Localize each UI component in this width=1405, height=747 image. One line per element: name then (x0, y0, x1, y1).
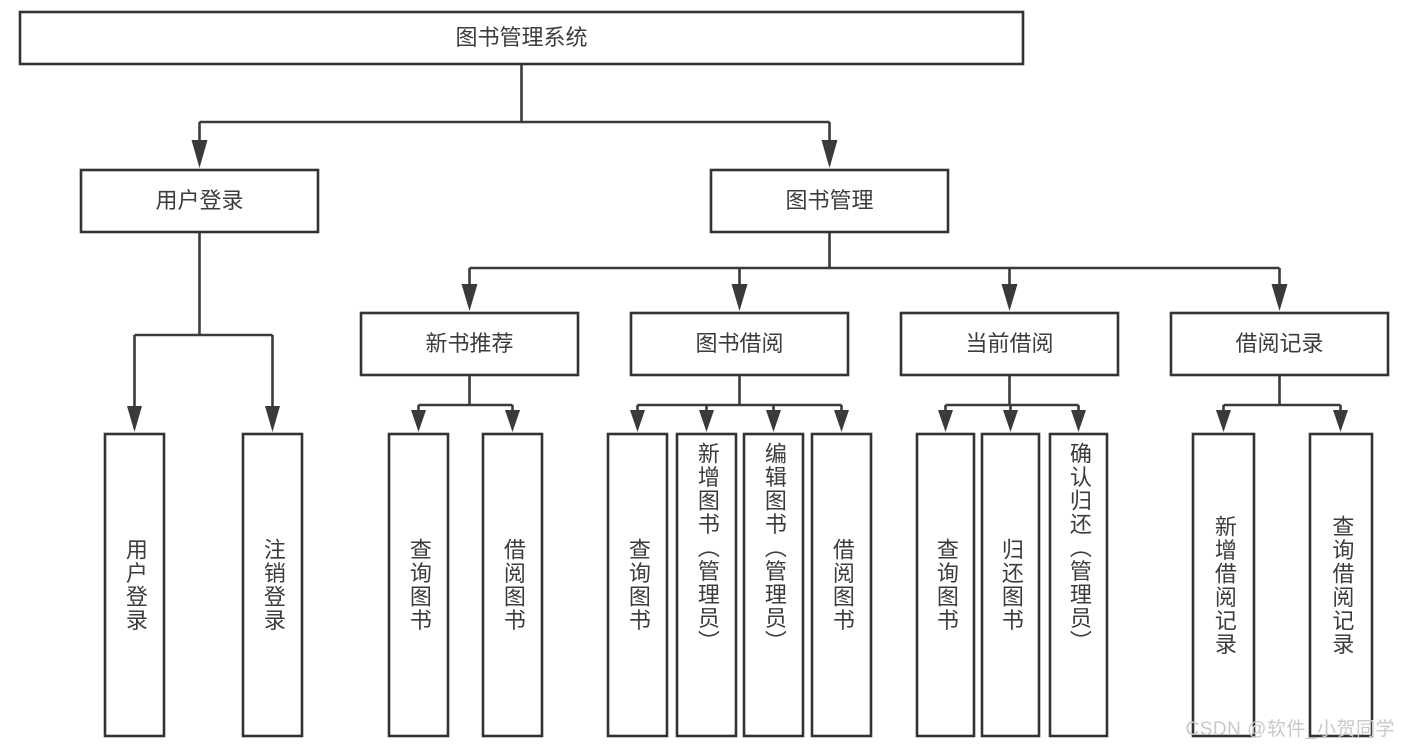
node-new-book-recommend-label: 新书推荐 (425, 331, 513, 356)
arrow-head-leaf-user-login (127, 406, 142, 432)
node-leaf-user-login-box[interactable] (103, 432, 166, 738)
arrow-head-leaf-add-book (699, 410, 714, 432)
node-leaf-logout-box[interactable] (241, 432, 304, 738)
node-new-book-recommend[interactable]: 新书推荐 (359, 311, 580, 377)
connector-group-new-book-recommend (411, 375, 520, 432)
arrow-head-leaf-confirm-return (1071, 410, 1086, 432)
arrow-head-borrow-record (1271, 284, 1288, 311)
arrow-head-leaf-query-book-1 (411, 410, 426, 432)
arrow-head-leaf-query-book-2 (630, 410, 645, 432)
connector-group-user-login (127, 232, 280, 432)
node-leaf-confirm-return-box[interactable] (1048, 432, 1109, 738)
node-book-manage[interactable]: 图书管理 (709, 168, 950, 234)
arrow-head-book-borrow (731, 284, 748, 311)
node-book-manage-box[interactable] (709, 168, 950, 234)
arrow-head-new-book-recommend (461, 284, 478, 311)
arrow-head-leaf-borrow-book-1 (505, 410, 520, 432)
node-current-borrow-label: 当前借阅 (965, 331, 1053, 356)
node-root-label: 图书管理系统 (455, 25, 587, 50)
watermark: CSDN @软件_小贺同学 (1185, 719, 1395, 740)
connector-group-book-manage (461, 232, 1288, 311)
node-leaf-query-book-3-box[interactable] (915, 432, 976, 738)
arrow-head-user-login (191, 140, 208, 168)
connector-group-root (191, 64, 838, 168)
node-current-borrow-box[interactable] (899, 311, 1120, 377)
arrow-head-book-manage (821, 140, 838, 168)
node-leaf-borrow-book-2-box[interactable] (810, 432, 873, 738)
node-root[interactable]: 图书管理系统 (18, 10, 1025, 66)
connector-group-current-borrow (938, 375, 1086, 432)
node-current-borrow[interactable]: 当前借阅 (899, 311, 1120, 377)
node-book-borrow[interactable]: 图书借阅 (629, 311, 850, 377)
arrow-head-current-borrow (1001, 284, 1018, 311)
node-leaf-return-book-box[interactable] (980, 432, 1041, 738)
node-leaf-add-book-box[interactable] (675, 432, 738, 738)
node-user-login[interactable]: 用户登录 (79, 168, 320, 234)
node-user-login-box[interactable] (79, 168, 320, 234)
node-root-box[interactable] (18, 10, 1025, 66)
node-user-login-label: 用户登录 (155, 188, 243, 213)
arrow-head-leaf-borrow-book-2 (834, 410, 849, 432)
node-leaf-borrow-book-1-box[interactable] (481, 432, 544, 738)
node-book-borrow-label: 图书借阅 (695, 331, 783, 356)
connector-group-borrow-record (1216, 375, 1348, 432)
node-borrow-record-box[interactable] (1169, 311, 1390, 377)
node-borrow-record-label: 借阅记录 (1235, 331, 1323, 356)
arrow-head-leaf-logout (265, 406, 280, 432)
arrow-head-leaf-edit-book (766, 410, 781, 432)
node-leaf-query-book-1-box[interactable] (387, 432, 450, 738)
node-leaf-edit-book-box[interactable] (742, 432, 805, 738)
node-book-borrow-box[interactable] (629, 311, 850, 377)
node-new-book-recommend-box[interactable] (359, 311, 580, 377)
arrow-head-leaf-return-book (1003, 410, 1018, 432)
arrow-head-leaf-query-book-3 (938, 410, 953, 432)
node-leaf-add-record-box[interactable] (1191, 432, 1256, 738)
node-borrow-record[interactable]: 借阅记录 (1169, 311, 1390, 377)
node-leaf-query-record-box[interactable] (1308, 432, 1374, 738)
node-book-manage-label: 图书管理 (785, 188, 873, 213)
arrow-head-leaf-add-record (1216, 410, 1231, 432)
connector-group-book-borrow (630, 375, 849, 432)
node-leaf-query-book-2-box[interactable] (606, 432, 669, 738)
arrow-head-leaf-query-record (1333, 410, 1348, 432)
